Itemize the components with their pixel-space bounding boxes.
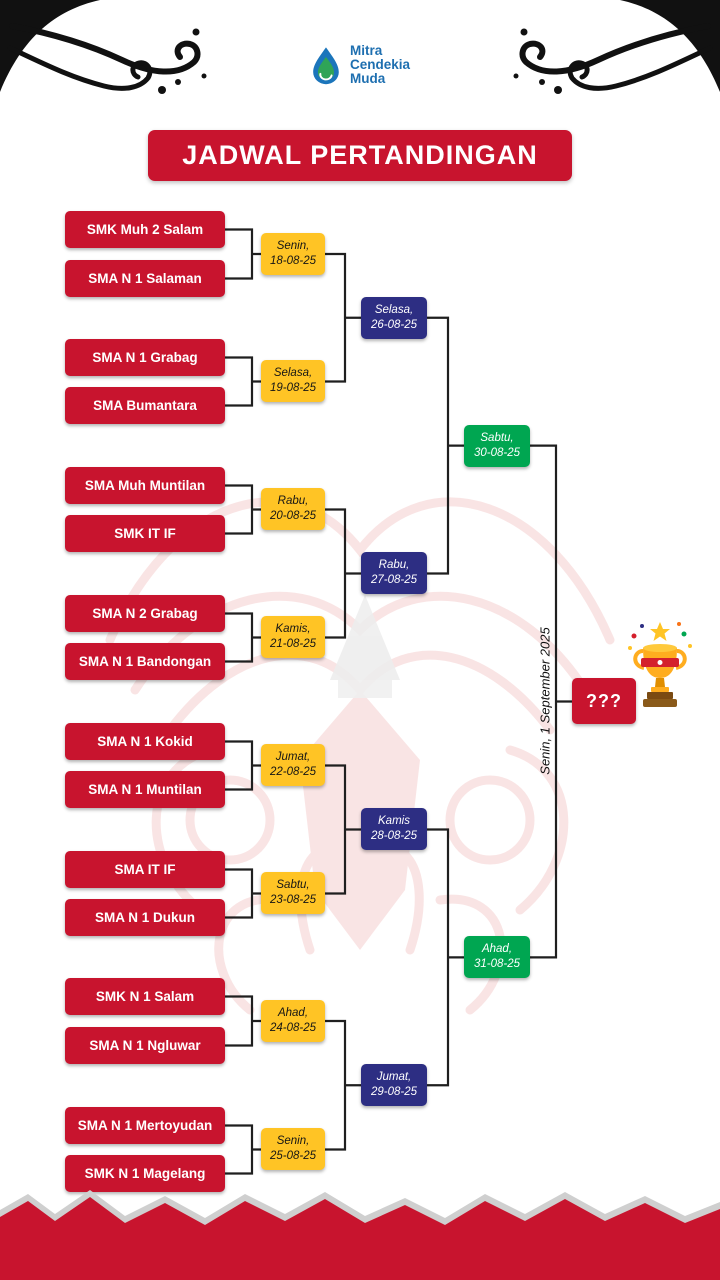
team-box: SMA Bumantara [65, 387, 225, 424]
match-date: 24-08-25 [269, 1022, 317, 1034]
round1-date-box: Kamis, 21-08-25 [261, 616, 325, 658]
page-title: JADWAL PERTANDINGAN [148, 130, 572, 181]
round1-date-box: Selasa, 19-08-25 [261, 360, 325, 402]
match-date: 21-08-25 [269, 638, 317, 650]
round1-date-box: Jumat, 22-08-25 [261, 744, 325, 786]
team-box: SMA N 1 Salaman [65, 260, 225, 297]
match-day: Selasa, [374, 304, 414, 316]
match-day: Ahad, [277, 1007, 309, 1019]
round1-date-box: Senin, 25-08-25 [261, 1128, 325, 1170]
final-date-label: Senin, 1 September 2025 [537, 627, 553, 775]
team-box: SMA N 1 Dukun [65, 899, 225, 936]
match-date: 18-08-25 [269, 255, 317, 267]
team-box: SMA N 1 Bandongan [65, 643, 225, 680]
team-box: SMA N 1 Muntilan [65, 771, 225, 808]
team-box: SMK N 1 Magelang [65, 1155, 225, 1192]
organizer-logo: Mitra Cendekia Muda [310, 44, 410, 86]
match-date: 22-08-25 [269, 766, 317, 778]
team-box: SMK N 1 Salam [65, 978, 225, 1015]
match-date: 26-08-25 [370, 319, 418, 331]
match-day: Sabtu, [480, 432, 514, 444]
round1-date-box: Sabtu, 23-08-25 [261, 872, 325, 914]
logo-text: Mitra Cendekia Muda [350, 44, 410, 86]
team-box: SMA Muh Muntilan [65, 467, 225, 504]
torn-paper-edge [0, 1190, 720, 1280]
match-day: Rabu, [378, 559, 410, 571]
match-date: 25-08-25 [269, 1150, 317, 1162]
round2-date-box: Selasa, 26-08-25 [361, 297, 427, 339]
logo-line-3: Muda [349, 71, 386, 86]
match-day: Jumat, [275, 751, 311, 763]
round2-date-box: Jumat, 29-08-25 [361, 1064, 427, 1106]
corner-flourish-left-icon [0, 0, 207, 94]
match-day: Senin, [276, 1135, 310, 1147]
semifinal-date-box: Ahad, 31-08-25 [464, 936, 530, 978]
match-day: Kamis [378, 815, 410, 827]
corner-flourish-right-icon [513, 0, 720, 94]
match-day: Rabu, [277, 495, 309, 507]
batik-garuda-watermark [105, 497, 615, 1015]
match-day: Senin, [276, 240, 310, 252]
team-box: SMA N 1 Mertoyudan [65, 1107, 225, 1144]
match-day: Selasa, [273, 367, 313, 379]
round2-date-box: Kamis 28-08-25 [361, 808, 427, 850]
round1-date-box: Ahad, 24-08-25 [261, 1000, 325, 1042]
semifinal-date-box: Sabtu, 30-08-25 [464, 425, 530, 467]
logo-drop-icon [313, 47, 339, 85]
match-day: Jumat, [376, 1071, 412, 1083]
team-box: SMA N 1 Ngluwar [65, 1027, 225, 1064]
logo-line-2: Cendekia [349, 57, 411, 72]
team-box: SMA N 2 Grabag [65, 595, 225, 632]
match-day: Ahad, [481, 943, 513, 955]
match-date: 20-08-25 [269, 510, 317, 522]
champion-box: ??? [572, 678, 636, 724]
match-date: 29-08-25 [370, 1086, 418, 1098]
logo-line-1: Mitra [349, 43, 383, 58]
round1-date-box: Senin, 18-08-25 [261, 233, 325, 275]
match-date: 28-08-25 [370, 830, 418, 842]
match-date: 19-08-25 [269, 382, 317, 394]
team-box: SMK Muh 2 Salam [65, 211, 225, 248]
match-day: Kamis, [275, 623, 311, 635]
team-box: SMA IT IF [65, 851, 225, 888]
team-box: SMA N 1 Kokid [65, 723, 225, 760]
round2-date-box: Rabu, 27-08-25 [361, 552, 427, 594]
team-box: SMK IT IF [65, 515, 225, 552]
match-date: 27-08-25 [370, 574, 418, 586]
match-date: 23-08-25 [269, 894, 317, 906]
match-day: Sabtu, [276, 879, 310, 891]
match-date: 30-08-25 [473, 447, 521, 459]
round1-date-box: Rabu, 20-08-25 [261, 488, 325, 530]
team-box: SMA N 1 Grabag [65, 339, 225, 376]
trophy-icon [628, 622, 692, 707]
match-date: 31-08-25 [473, 958, 521, 970]
